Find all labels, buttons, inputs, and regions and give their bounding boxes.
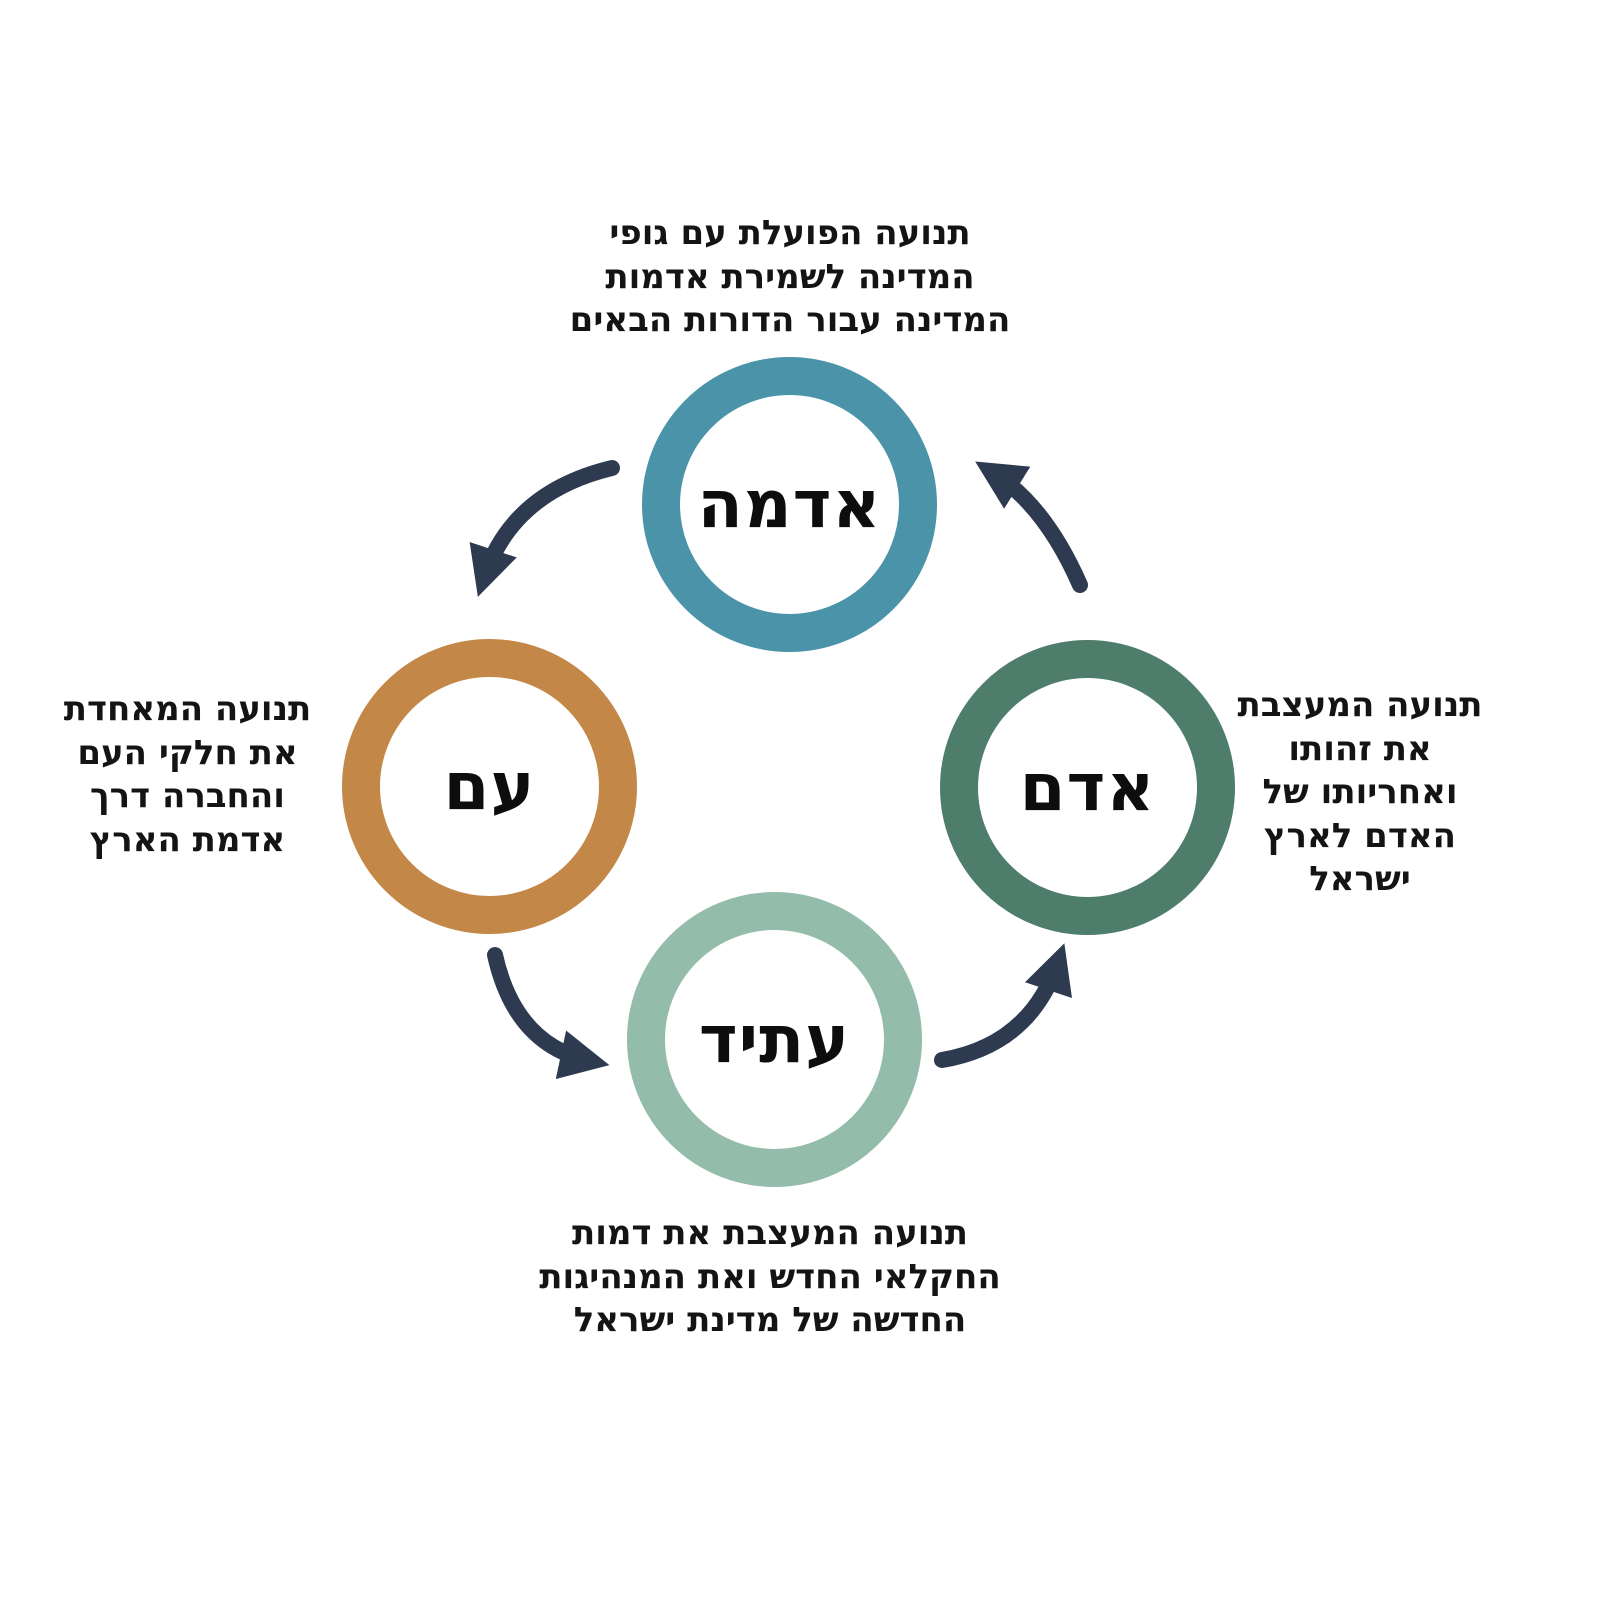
node-circle-am: עם (342, 639, 637, 934)
arrow-bottom-to-right (934, 943, 1072, 1068)
arrow-top-to-left (469, 460, 620, 597)
node-label-am: עם (443, 748, 536, 825)
node-circle-adam: אדם (940, 640, 1235, 935)
node-label-adam: אדם (1019, 749, 1156, 826)
description-atid: תנועה המעצבת את דמות החקלאי החדש ואת המנ… (539, 1213, 1001, 1341)
node-circle-adama: אדמה (642, 357, 937, 652)
node-circle-atid: עתיד (627, 892, 922, 1187)
arrow-left-to-bottom (487, 947, 610, 1080)
description-am: תנועה המאחדת את חלקי העם והחברה דרך אדמת… (63, 689, 312, 860)
description-adam: תנועה המעצבת את זהותו ואחריותו של האדם ל… (1237, 685, 1483, 900)
node-label-adama: אדמה (697, 466, 882, 543)
node-label-atid: עתיד (698, 1001, 851, 1078)
arrow-right-to-top (975, 461, 1088, 593)
description-adama: תנועה הפועלת עם גופי המדינה לשמירת אדמות… (569, 213, 1011, 341)
